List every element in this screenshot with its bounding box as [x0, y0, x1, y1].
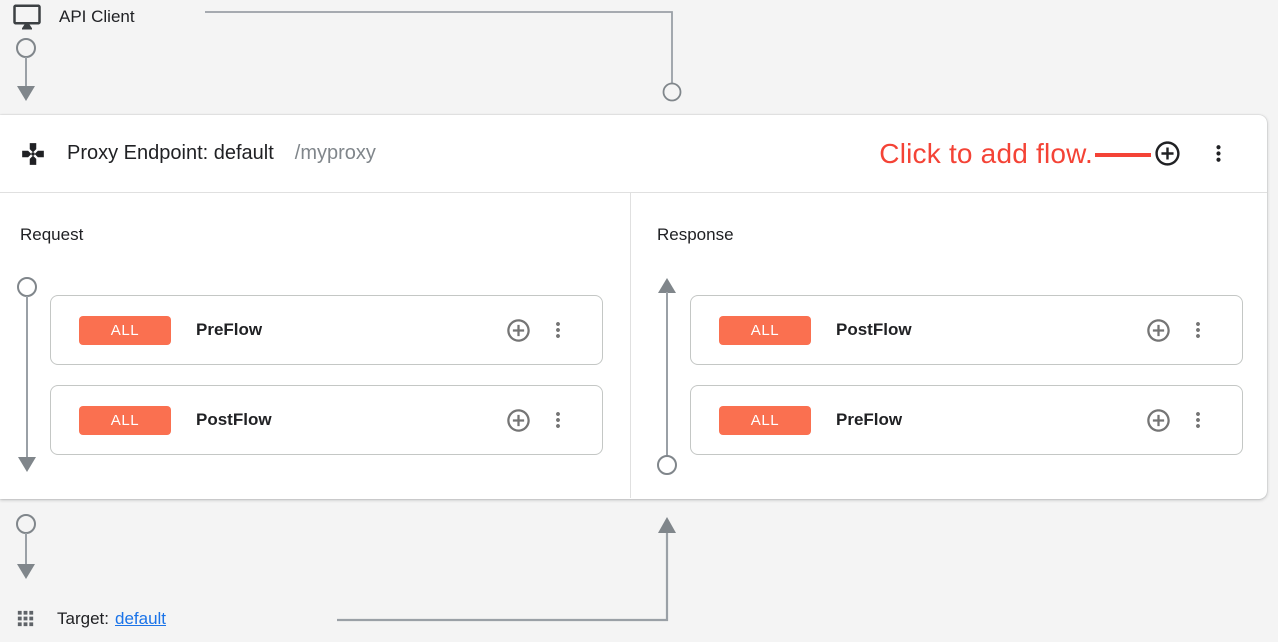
proxy-endpoint-body: Request ALL PreFlow ALL PostFlow — [0, 193, 1267, 498]
more-vert-icon — [556, 412, 560, 428]
flow-name: PostFlow — [836, 320, 912, 339]
add-circle-icon — [507, 408, 530, 432]
more-vert-icon — [1216, 145, 1221, 162]
add-circle-icon — [1147, 408, 1170, 432]
api-client-label: API Client — [59, 7, 135, 26]
annotation-pointer-line — [1095, 152, 1151, 157]
flow-row-response-preflow[interactable]: ALL PreFlow — [690, 385, 1243, 455]
endpoint-menu-button[interactable] — [1206, 141, 1231, 166]
flow-name: PostFlow — [196, 410, 272, 429]
flow-row-request-postflow[interactable]: ALL PostFlow — [50, 385, 603, 455]
target-row: Target: default — [14, 607, 166, 630]
condition-badge: ALL — [719, 405, 811, 435]
flow-menu-button[interactable] — [546, 318, 570, 342]
more-vert-icon — [1196, 412, 1200, 428]
add-flow-annotation: Click to add flow. — [879, 137, 1093, 169]
more-vert-icon — [556, 322, 560, 338]
target-to-response-line — [337, 532, 669, 622]
flow-name: PreFlow — [196, 320, 263, 339]
api-client: API Client — [12, 2, 135, 32]
add-policy-button[interactable] — [1145, 407, 1172, 434]
proxy-endpoint-icon — [20, 141, 46, 167]
arrow-down-icon — [17, 564, 35, 579]
add-policy-button[interactable] — [1145, 317, 1172, 344]
flow-menu-button[interactable] — [546, 408, 570, 432]
flow-row-request-preflow[interactable]: ALL PreFlow — [50, 295, 603, 365]
header-actions: Click to add flow. — [879, 138, 1231, 170]
proxy-endpoint-panel: Proxy Endpoint: default /myproxy Click t… — [0, 115, 1267, 499]
target-label: Target: — [57, 608, 109, 628]
target-default-link[interactable]: default — [114, 608, 167, 628]
proxy-endpoint-basepath: /myproxy — [294, 142, 376, 164]
client-to-proxy-line — [205, 11, 673, 83]
condition-badge: ALL — [79, 315, 171, 345]
add-policy-button[interactable] — [505, 317, 532, 344]
flow-row-actions — [505, 407, 570, 434]
flow-name: PreFlow — [836, 410, 903, 429]
condition-badge: ALL — [719, 315, 811, 345]
connector-node-circle — [16, 38, 36, 58]
add-circle-icon — [507, 318, 530, 342]
monitor-icon — [12, 2, 42, 32]
connector-node-circle — [662, 82, 682, 102]
apps-grid-icon — [14, 607, 37, 630]
flow-menu-button[interactable] — [1186, 318, 1210, 342]
add-flow-button[interactable] — [1153, 139, 1182, 168]
condition-badge: ALL — [79, 405, 171, 435]
more-vert-icon — [1196, 322, 1200, 338]
response-label: Response — [657, 225, 734, 244]
add-circle-icon — [1147, 318, 1170, 342]
flow-row-actions — [1145, 407, 1210, 434]
proxy-endpoint-header: Proxy Endpoint: default /myproxy Click t… — [0, 115, 1267, 193]
request-column: Request ALL PreFlow ALL PostFlow — [0, 193, 631, 498]
response-column: Response ALL PostFlow ALL PreFlow — [631, 193, 1267, 498]
add-circle-icon — [1155, 141, 1180, 166]
flow-row-actions — [1145, 317, 1210, 344]
proxy-endpoint-title: Proxy Endpoint: default — [67, 142, 274, 164]
connector-node-circle — [16, 514, 36, 534]
flow-row-response-postflow[interactable]: ALL PostFlow — [690, 295, 1243, 365]
flow-menu-button[interactable] — [1186, 408, 1210, 432]
arrow-up-icon — [658, 517, 676, 533]
flow-row-actions — [505, 317, 570, 344]
add-policy-button[interactable] — [505, 407, 532, 434]
arrow-down-icon — [17, 86, 35, 101]
request-label: Request — [20, 225, 84, 244]
